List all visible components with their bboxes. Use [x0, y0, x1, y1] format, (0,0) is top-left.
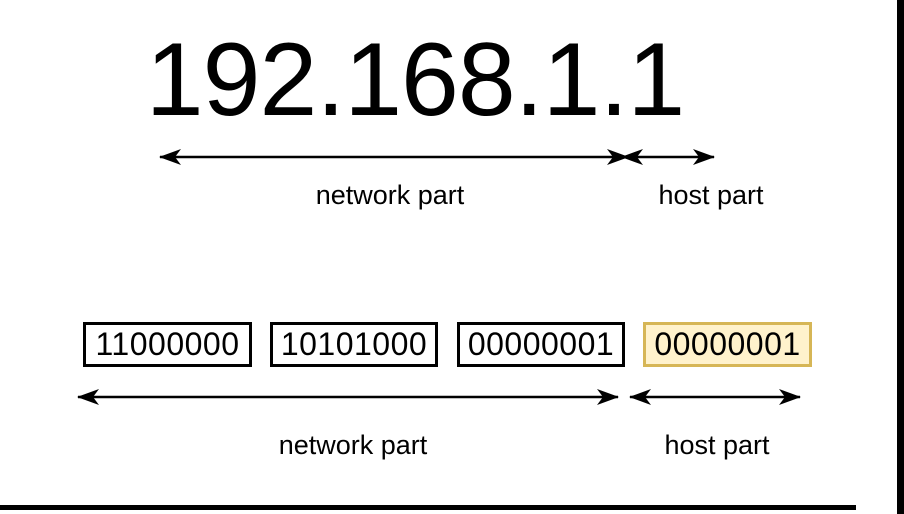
octet-bits: 00000001: [654, 326, 801, 362]
octet-box-3: 00000001: [457, 322, 625, 367]
binary-network-part-label: network part: [278, 430, 428, 460]
decimal-host-part-label: host part: [658, 180, 764, 210]
octet-bits: 10101000: [280, 326, 428, 362]
page-edge-right: [897, 0, 904, 514]
binary-host-part-label: host part: [664, 430, 770, 460]
page-edge-bottom: [0, 505, 856, 510]
octet-box-1: 11000000: [83, 322, 252, 367]
octet-bits: 11000000: [95, 326, 240, 362]
octet-bits: 00000001: [467, 326, 615, 362]
octet-box-2: 10101000: [270, 322, 438, 367]
ip-address-decimal: 192.168.1.1: [145, 22, 685, 138]
decimal-network-part-label: network part: [315, 180, 465, 210]
octet-box-4-host-highlighted: 00000001: [643, 322, 812, 367]
